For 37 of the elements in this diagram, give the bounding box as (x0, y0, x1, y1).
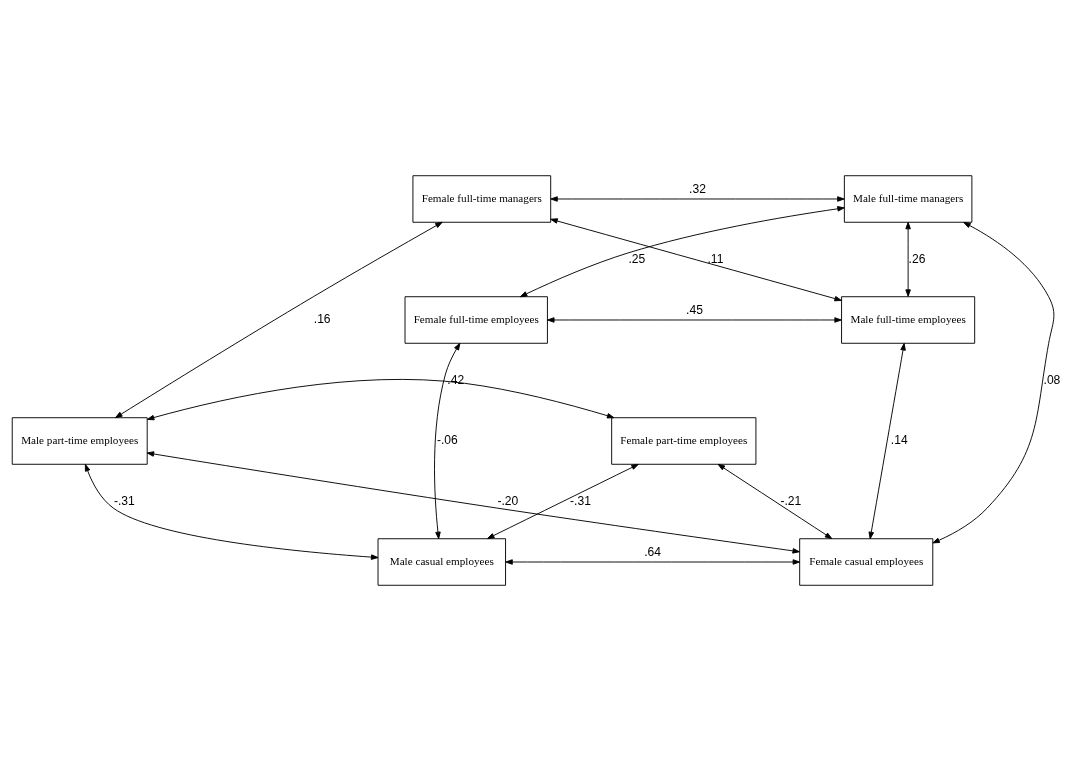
node-box: Female full-time employees (404, 295, 548, 344)
node-box: Male casual employees (377, 537, 506, 586)
edge-label: -.31 (113, 493, 135, 508)
node-box: Male part-time employees (11, 416, 148, 465)
arrow (146, 378, 615, 420)
arrow (146, 450, 800, 554)
arrow (519, 205, 845, 297)
edge-label: .14 (890, 432, 908, 447)
node-box: Male full-time employees (841, 295, 976, 344)
edge-label: -.06 (436, 432, 458, 447)
arrow (717, 463, 833, 539)
edge-label: .16 (313, 311, 331, 326)
arrow (505, 558, 801, 565)
arrow (115, 221, 443, 418)
node-box: Female part-time employees (611, 416, 757, 465)
edge-label: .08 (1043, 372, 1061, 387)
edge-label: -.21 (780, 493, 802, 508)
node-box: Male full-time managers (843, 174, 973, 223)
edge-label: -.20 (497, 493, 519, 508)
node-box: Female casual employees (799, 537, 934, 586)
arrow (487, 463, 639, 539)
arrow (905, 221, 911, 297)
arrow (550, 217, 842, 301)
edge-label: .32 (689, 181, 706, 196)
arrow (547, 316, 842, 323)
arrow (868, 342, 906, 539)
edge-label: .25 (628, 251, 646, 266)
edge-label: .45 (686, 302, 703, 317)
edge-label: .64 (644, 544, 662, 559)
node-box: Female full-time managers (412, 174, 552, 223)
arrow (932, 221, 1055, 543)
edge-label: .26 (908, 251, 926, 266)
arrow (434, 342, 461, 539)
edge-label: -.31 (570, 493, 591, 508)
edge-label: .11 (707, 251, 724, 266)
arrow (550, 195, 845, 202)
arrow (84, 463, 379, 560)
